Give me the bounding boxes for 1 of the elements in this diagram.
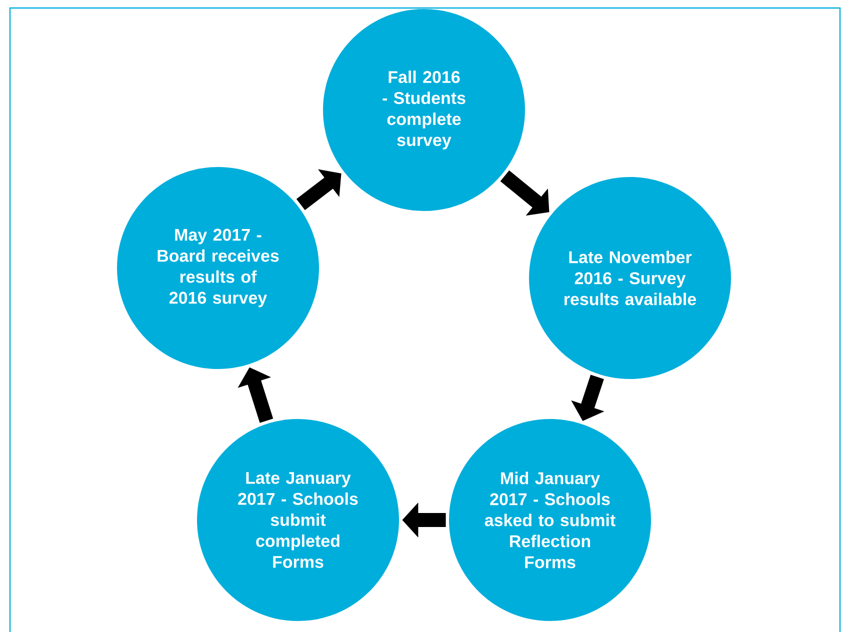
- block-arrow: [296, 169, 342, 210]
